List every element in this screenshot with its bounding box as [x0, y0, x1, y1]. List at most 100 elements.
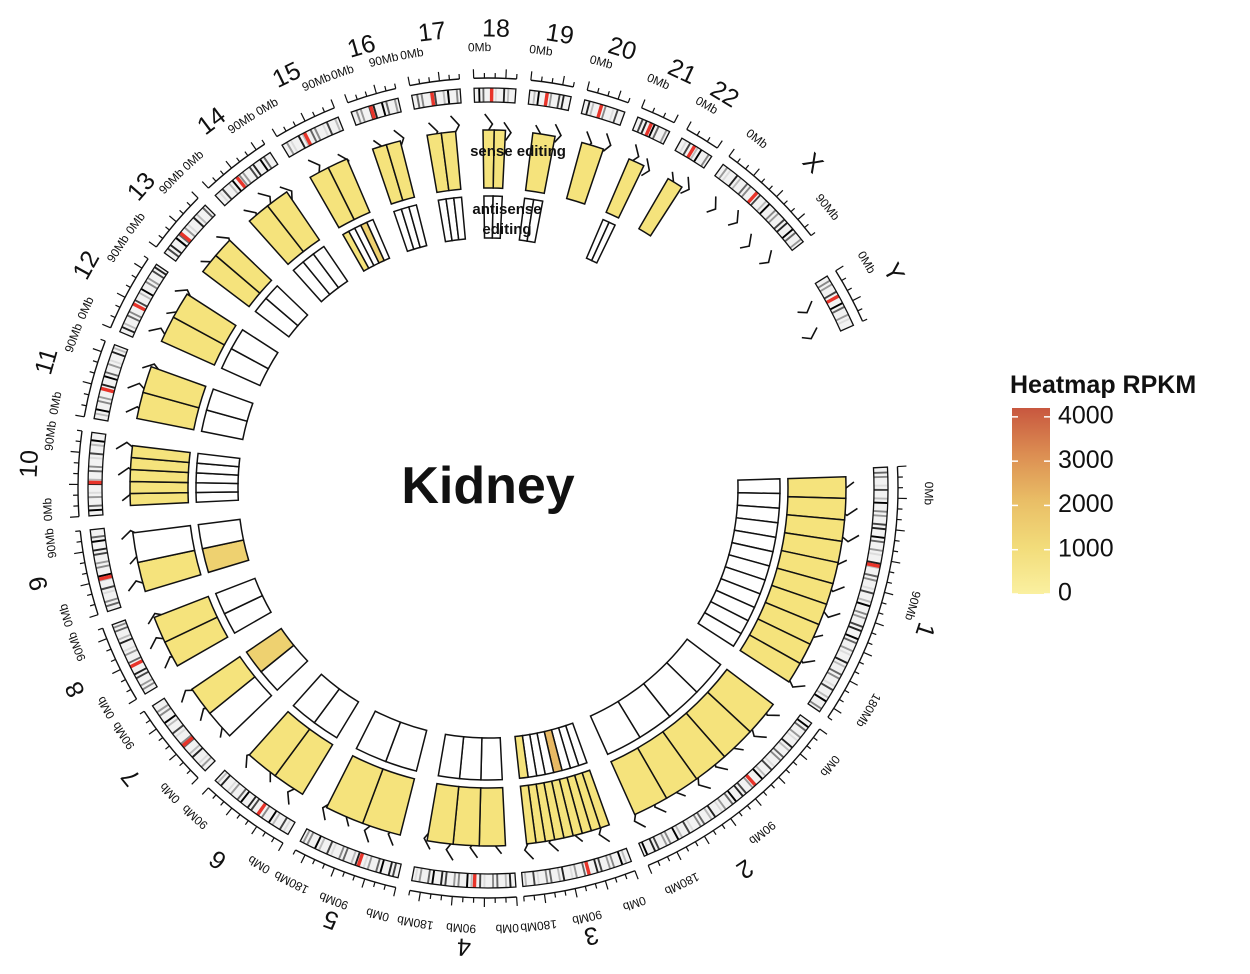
cytoband	[359, 108, 366, 123]
cytoband	[826, 671, 841, 680]
cytoband	[671, 826, 680, 841]
ideogram-chr-10	[87, 431, 107, 517]
ideogram-chr-3	[520, 847, 633, 888]
cytoband	[663, 830, 672, 845]
editing-site-glyph	[553, 123, 562, 143]
cytoband	[457, 872, 461, 887]
cytoband	[104, 597, 119, 604]
antisense-track-label-line1: antisense	[472, 201, 541, 218]
sense-heatmap-cell	[524, 131, 556, 195]
antisense-heatmap-cell	[452, 196, 467, 241]
cytoband	[337, 845, 345, 860]
tick-mark	[862, 318, 868, 322]
tick-mark	[355, 94, 358, 100]
tick-mark	[244, 820, 249, 826]
chr-label-15: 15	[268, 56, 305, 93]
cytoband	[218, 191, 230, 203]
tick-mark	[125, 284, 131, 288]
cytoband	[828, 667, 843, 676]
cytoband	[387, 861, 393, 876]
tick-mark	[110, 658, 116, 663]
tick-mark	[300, 854, 306, 864]
cytoband	[788, 728, 802, 739]
antisense-heatmap-cell	[480, 736, 504, 781]
tick-axis	[409, 78, 460, 87]
tick-mark	[97, 627, 103, 631]
cytoband	[544, 869, 549, 884]
tick-mark	[844, 689, 850, 694]
cytoband	[863, 576, 878, 582]
cytoband	[819, 283, 833, 293]
cytoband	[796, 718, 810, 729]
cytoband	[325, 121, 334, 136]
cytoband	[737, 182, 749, 195]
cytoband	[869, 547, 884, 552]
tick-mark	[225, 807, 233, 816]
antisense-heatmap-cell	[196, 452, 241, 468]
cytoband	[186, 223, 199, 235]
cytoband	[151, 269, 165, 280]
tick-mark	[344, 94, 349, 103]
mb-label: 180Mb	[662, 870, 701, 899]
cytoband	[178, 233, 191, 244]
cytoband	[581, 862, 587, 877]
tick-mark	[852, 295, 861, 302]
cytoband	[532, 90, 536, 105]
cytoband	[478, 88, 481, 103]
ideogram-outline	[580, 99, 626, 127]
cytoband	[252, 163, 262, 177]
tick-mark	[126, 688, 132, 693]
cytoband	[88, 504, 103, 508]
mb-label: 180Mb	[853, 691, 884, 730]
tick-mark	[270, 837, 275, 843]
sense-heatmap-cell	[214, 239, 273, 295]
tick-axis	[207, 143, 266, 189]
cytoband	[652, 836, 661, 850]
legend-tick-label: 3000	[1058, 446, 1114, 474]
cytoband	[90, 443, 105, 447]
cytoband	[117, 633, 132, 641]
tick-mark	[70, 450, 80, 453]
tick-mark	[81, 404, 87, 407]
cytoband	[317, 837, 326, 851]
antisense-heatmap-cell	[365, 218, 391, 262]
cytoband	[226, 780, 238, 793]
ideogram-outline	[281, 116, 345, 159]
mb-label: 90Mb	[179, 802, 211, 833]
mb-label: 0Mb	[180, 147, 207, 173]
chr-label-7: 7	[116, 763, 147, 791]
chr-label-12: 12	[67, 246, 105, 284]
cytoband	[864, 572, 879, 578]
antisense-heatmap-cell	[355, 710, 402, 763]
ideogram-chr-22	[674, 137, 713, 169]
mb-label: 0Mb	[743, 126, 770, 152]
cytoband	[848, 625, 862, 633]
cytoband	[755, 765, 767, 777]
tick-mark	[408, 890, 411, 896]
tick-mark	[212, 794, 217, 799]
editing-site-glyph	[279, 186, 293, 201]
cytoband	[175, 237, 188, 248]
tick-mark	[330, 99, 335, 109]
tick-mark	[858, 661, 865, 665]
tick-mark	[75, 440, 81, 443]
mb-label: 90Mb	[571, 907, 604, 927]
tick-mark	[292, 849, 297, 855]
chr-label-11: 11	[29, 345, 63, 378]
tick-mark	[165, 745, 170, 750]
editing-site-glyph	[286, 787, 297, 805]
ideogram-chr-13	[163, 204, 216, 263]
tick-mark	[373, 881, 376, 888]
cytoband	[548, 92, 553, 108]
cytoband	[843, 637, 857, 645]
tick-mark	[792, 761, 798, 766]
cytoband	[138, 291, 152, 301]
centromere	[596, 104, 604, 119]
tick-mark	[745, 164, 750, 170]
ideogram-body	[215, 152, 278, 206]
centromere	[746, 191, 759, 204]
editing-site-glyph	[788, 678, 806, 688]
tick-mark	[746, 805, 751, 810]
cytoband	[259, 158, 269, 172]
